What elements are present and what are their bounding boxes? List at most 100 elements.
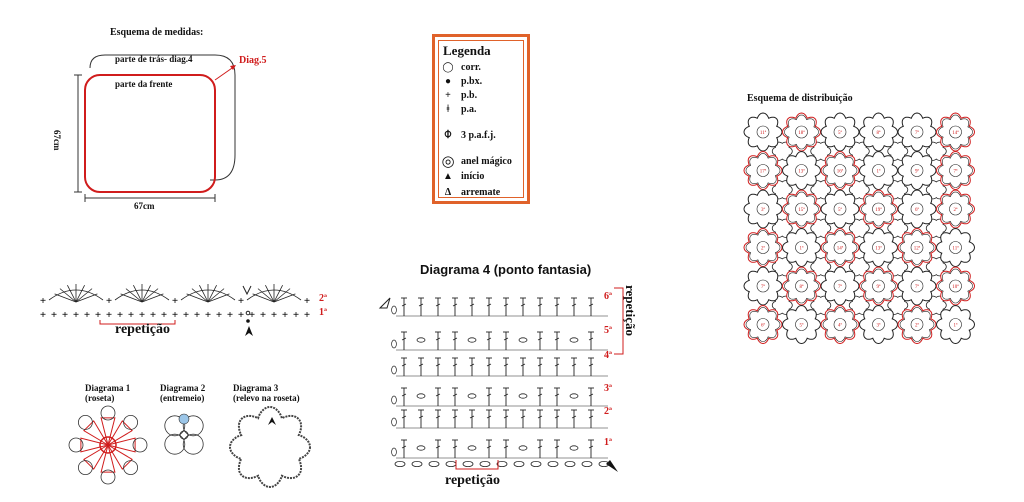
legend-item-start: ▲início <box>441 171 484 182</box>
rosette-number: 5ª <box>838 207 843 213</box>
rosette-cell <box>858 266 899 306</box>
d4-row-6: 6ª <box>604 291 612 302</box>
rosette-center-icon <box>756 202 770 216</box>
rosette-number: 6ª <box>915 207 920 213</box>
double-crochet-icon: ǂ <box>446 104 450 115</box>
start-arrow-icon: ▲ <box>443 171 453 182</box>
rosette-center-icon <box>872 241 885 254</box>
rosette-number: 7ª <box>954 169 959 175</box>
rosette-number: 8ª <box>800 284 805 290</box>
d4-row-2: 2ª <box>604 406 612 417</box>
sc-stitch: + <box>238 309 244 321</box>
svg-text:+: + <box>172 295 178 307</box>
svg-text:+: + <box>238 295 244 307</box>
legend-item-slip: ●p.bx. <box>441 76 482 87</box>
rosette-cell <box>743 304 783 345</box>
sc-stitch: + <box>205 309 211 321</box>
sc-stitch: + <box>260 309 266 321</box>
d4-bottom-repeat-bracket <box>455 460 499 470</box>
diagram2-entremeio <box>164 413 204 455</box>
rosette-number: 5ª <box>838 130 843 136</box>
rosette-center-icon <box>872 279 885 293</box>
rosette-cell <box>897 112 937 152</box>
rosette-cell <box>820 227 860 268</box>
rosette-number: 3ª <box>877 323 882 329</box>
rosette-cell <box>781 266 822 306</box>
rosette-number: 2ª <box>761 246 766 252</box>
fasten-off-icon <box>378 297 391 309</box>
d4-row-1: 1ª <box>604 437 612 448</box>
d4-side-repeat-label: repetição <box>623 285 638 337</box>
rosette-cell <box>935 266 976 306</box>
rosette-center-icon <box>949 202 962 216</box>
rosette-cell <box>820 266 860 306</box>
sc-stitch: + <box>216 309 222 321</box>
rosette-cell <box>897 266 937 306</box>
rosette-cell <box>935 150 976 191</box>
rosette-number: 1ª <box>877 169 882 175</box>
rosette-center-icon <box>833 125 847 139</box>
rosette-cell <box>743 266 783 306</box>
sc-stitch: + <box>293 309 299 321</box>
diagram3-relevo <box>228 405 312 489</box>
rosette-number: 6ª <box>761 323 766 329</box>
rosette-cell <box>858 227 899 268</box>
medidas-diagram <box>74 54 236 202</box>
svg-text:+: + <box>304 295 310 307</box>
rosette-center-icon <box>833 318 847 331</box>
slip-stitch-icon: ● <box>444 76 452 87</box>
single-crochet-icon: + <box>445 90 451 101</box>
sc-stitch: + <box>128 309 134 321</box>
rosette-cell <box>781 304 822 345</box>
rosette-number: 2ª <box>954 207 959 213</box>
rosette-cell <box>781 189 822 229</box>
sc-stitch: + <box>106 309 112 321</box>
rosette-center-icon <box>949 318 962 331</box>
sc-stitch: + <box>271 309 277 321</box>
rosette-center-icon <box>795 241 808 254</box>
rosette-center-icon <box>872 318 885 331</box>
rosette-center-icon <box>910 318 924 331</box>
rosette-center-icon <box>795 318 808 331</box>
rosette-cell <box>935 189 976 229</box>
rosette-number: 8ª <box>877 130 882 136</box>
edge-stitch-chart: ++++++++++++++++++++++++++++++ <box>40 284 310 336</box>
rosette-number: 12ª <box>914 246 921 252</box>
start-arrow-icon <box>245 326 253 336</box>
rosette-number: 13ª <box>798 169 805 175</box>
svg-text:+: + <box>40 295 46 307</box>
rosette-center-icon <box>833 164 847 177</box>
magic-ring-icon: ◎ <box>441 154 455 170</box>
rosette-number: 7ª <box>761 284 766 290</box>
rosette-number: 7ª <box>838 284 843 290</box>
rosette-number: 2ª <box>915 323 920 329</box>
rosette-number: 10ª <box>952 284 959 290</box>
rosette-center-icon <box>833 279 847 293</box>
rosette-center-icon <box>795 125 808 139</box>
fasten-off-icon <box>242 285 252 296</box>
sc-stitch: + <box>249 309 255 321</box>
rosette-center-icon <box>910 279 924 293</box>
rosette-cell <box>858 304 899 345</box>
rosette-number: 15ª <box>798 207 805 213</box>
rosette-number: 14ª <box>837 246 844 252</box>
sc-stitch: + <box>139 309 145 321</box>
rosette-center-icon <box>795 279 808 293</box>
rosette-cell <box>935 304 976 345</box>
rosette-cell <box>743 112 783 152</box>
d4-bottom-repeat-label: repetição <box>445 473 500 488</box>
rosette-cell <box>743 227 783 268</box>
rosette-number: 3ª <box>761 207 766 213</box>
legend-title: Legenda <box>443 43 491 58</box>
rosette-cell <box>897 189 937 229</box>
rosette-center-icon <box>910 125 924 139</box>
rosette-center-icon <box>872 125 885 139</box>
sc-stitch: + <box>51 309 57 321</box>
rosette-number: 13ª <box>875 246 882 252</box>
rosette-center-icon <box>795 202 808 216</box>
rosette-cell <box>820 189 860 229</box>
rosette-center-icon <box>910 241 924 254</box>
rosette-cell <box>820 150 860 191</box>
